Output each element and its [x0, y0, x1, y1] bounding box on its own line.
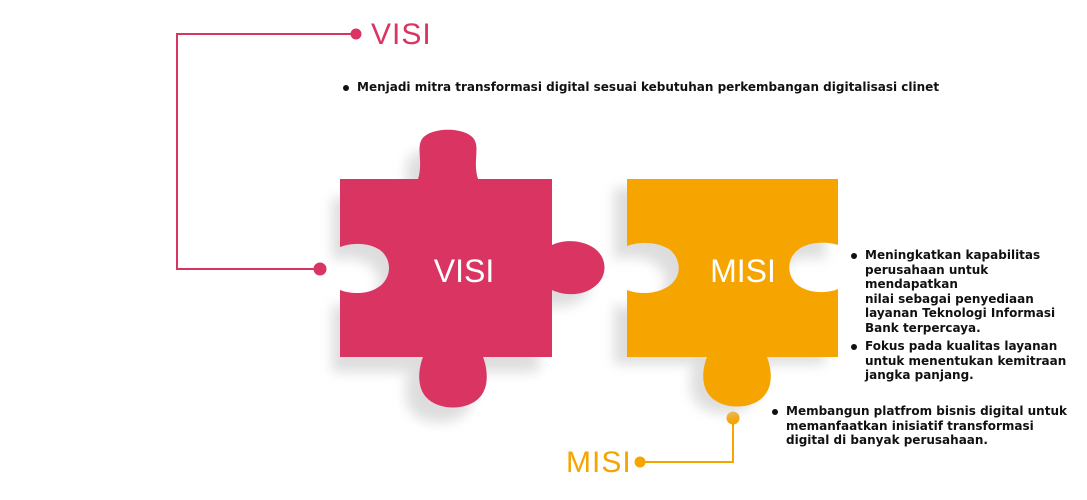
visi-bullet-text: Menjadi mitra transformasi digital sesua…	[357, 80, 940, 94]
visi-bullet-list: Menjadi mitra transformasi digital sesua…	[343, 80, 1043, 95]
misi-bullet-line: Membangun platfrom bisnis digital untuk	[786, 404, 1067, 418]
misi-bullet-line: perusahaan untuk	[865, 262, 989, 277]
visi-puzzle-piece	[340, 129, 605, 408]
misi-bullet-line: digital di banyak perusahaan.	[786, 433, 988, 447]
misi-bullet-line: mendapatkan	[865, 277, 958, 291]
misi-bullet-line: memanfaatkan inisiatif transformasi	[786, 418, 1034, 433]
visi-bullet-item: Menjadi mitra transformasi digital sesua…	[343, 80, 1043, 95]
misi-bullet-line: untuk menentukan kemitraan	[865, 353, 1067, 368]
visi-connector	[176, 28, 362, 276]
visi-piece-label: VISI	[434, 253, 494, 289]
misi-bullet-list-right: Meningkatkan kapabilitas perusahaan untu…	[851, 248, 1067, 383]
misi-heading: MISI	[566, 446, 632, 479]
misi-bullet-line: Bank terpercaya.	[865, 320, 981, 335]
misi-bullet-item: Meningkatkan kapabilitas perusahaan untu…	[851, 248, 1067, 335]
visi-heading: VISI	[371, 18, 432, 51]
misi-bullet-line: jangka panjang.	[865, 368, 974, 382]
misi-piece-label: MISI	[710, 253, 776, 289]
misi-bullet-item: Membangun platfrom bisnis digital untuk …	[772, 404, 1072, 448]
misi-bullet-list-bottom: Membangun platfrom bisnis digital untuk …	[772, 404, 1072, 448]
misi-bullet-line: layanan Teknologi Informasi	[865, 306, 1056, 320]
misi-bullet-item: Fokus pada kualitas layanan untuk menent…	[851, 339, 1067, 383]
misi-connector	[634, 411, 740, 468]
misi-bullet-line: nilai sebagai penyediaan	[865, 291, 1034, 306]
misi-puzzle-piece	[627, 179, 838, 407]
misi-bullet-line: Meningkatkan kapabilitas	[865, 248, 1041, 262]
misi-bullet-line: Fokus pada kualitas layanan	[865, 339, 1058, 353]
